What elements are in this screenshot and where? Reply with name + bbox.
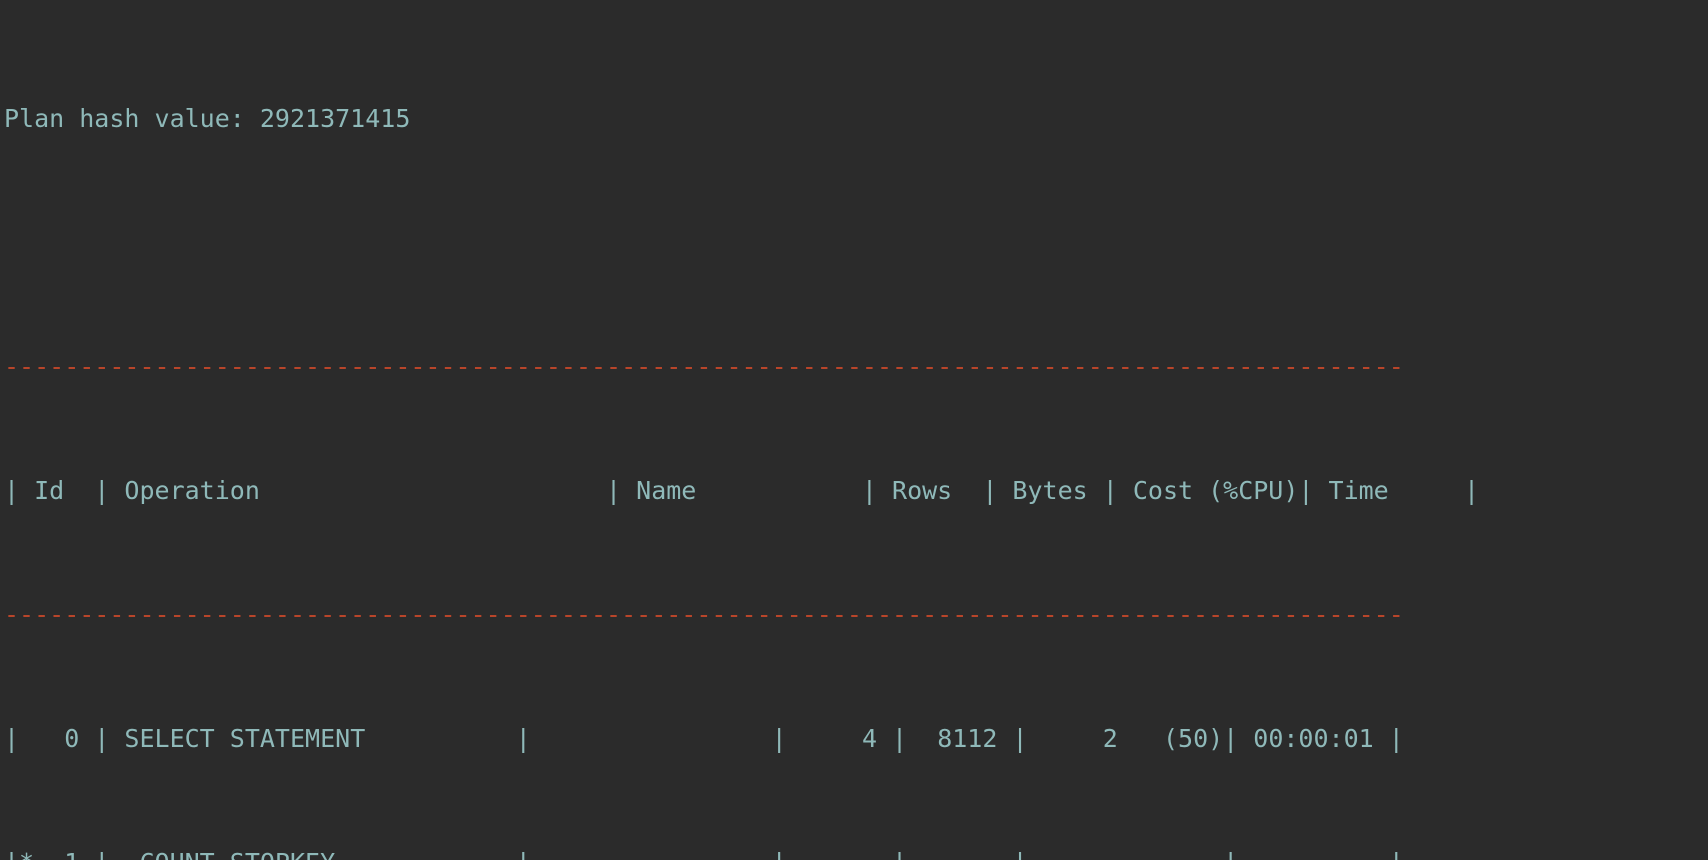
table-row: |* 1 | COUNT STOPKEY | | | | | |: [4, 847, 1708, 860]
table-header-row: | Id | Operation | Name | Rows | Bytes |…: [4, 476, 1480, 505]
row-operation: SELECT STATEMENT: [124, 724, 366, 753]
table-rule-header: ----------------------------------------…: [4, 600, 1404, 629]
row-suffix: | | | | | |: [335, 848, 1404, 860]
blank-line: [4, 227, 1708, 258]
plan-hash-value: Plan hash value: 2921371415: [4, 104, 411, 133]
row-prefix: |* 1 |: [4, 848, 139, 860]
table-row: | 0 | SELECT STATEMENT | | 4 | 8112 | 2 …: [4, 723, 1708, 754]
row-prefix: | 0 |: [4, 724, 125, 753]
row-suffix: | | 4 | 8112 | 2 (50)| 00:00:01 |: [365, 724, 1404, 753]
table-rule-top: ----------------------------------------…: [4, 352, 1404, 381]
row-operation: COUNT STOPKEY: [139, 848, 335, 860]
